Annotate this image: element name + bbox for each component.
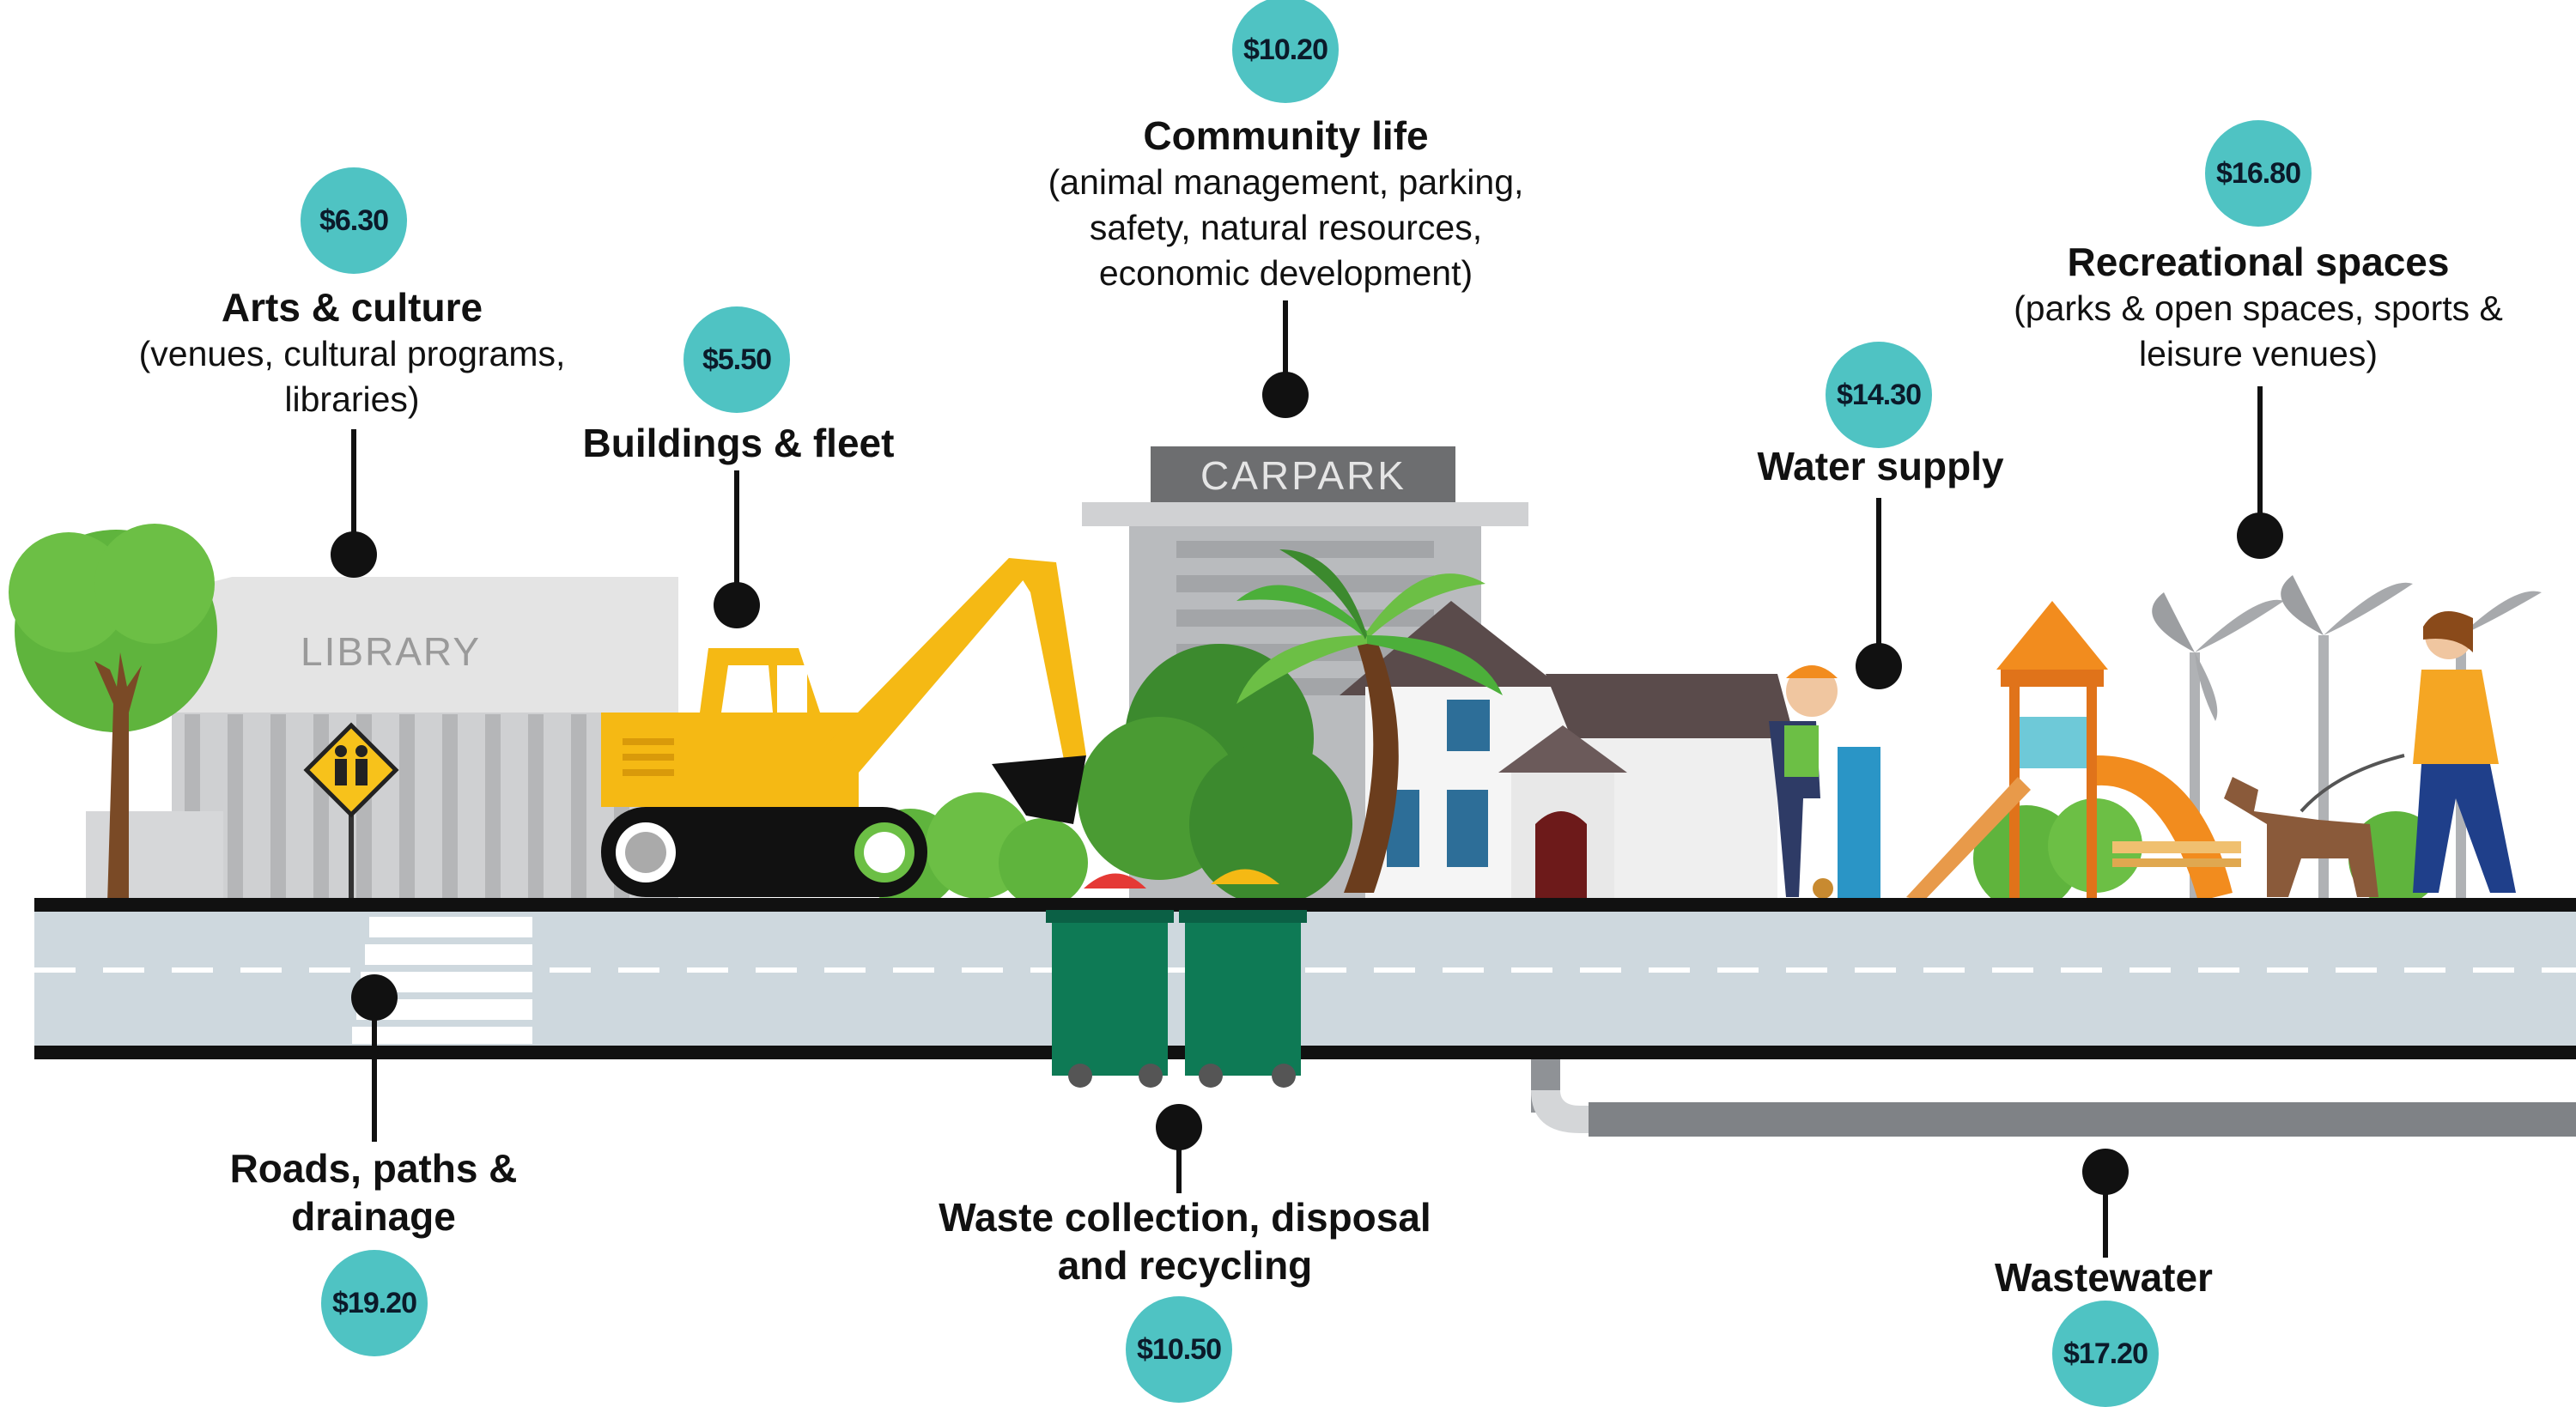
- label-buildings: Buildings & fleet: [532, 419, 945, 467]
- price-badge-arts: $6.30: [301, 167, 407, 274]
- pedestrian-sign-icon: [303, 722, 399, 906]
- price-badge-community: $10.20: [1232, 0, 1339, 103]
- label-community: Community life (animal management, parki…: [1018, 112, 1554, 296]
- tree-icon: [9, 524, 217, 903]
- palm-tree-icon: [1236, 549, 1503, 893]
- label-recreation-detail: (parks & open spaces, sports & leisure v…: [2014, 288, 2503, 373]
- bushes: [860, 644, 2443, 912]
- label-roads-title: Roads, paths & drainage: [229, 1146, 518, 1239]
- price-badge-buildings: $5.50: [683, 306, 790, 413]
- price-badge-water: $14.30: [1826, 342, 1932, 448]
- label-waste: Waste collection, disposal and recycling: [919, 1193, 1451, 1289]
- excavator-icon: [601, 558, 1086, 897]
- price-badge-waste: $10.50: [1126, 1296, 1232, 1403]
- label-roads: Roads, paths & drainage: [219, 1144, 528, 1240]
- label-arts-title: Arts & culture: [221, 285, 483, 330]
- price-badge-roads: $19.20: [321, 1250, 428, 1356]
- label-community-title: Community life: [1143, 113, 1429, 158]
- price-badge-wastewater: $17.20: [2052, 1301, 2159, 1407]
- playground-icon: [1906, 601, 2241, 901]
- label-arts: Arts & culture (venues, cultural program…: [112, 283, 592, 422]
- label-community-detail: (animal management, parking, safety, nat…: [1048, 162, 1524, 293]
- connector-dots: [331, 372, 2283, 1195]
- carpark-sign: CARPARK: [1200, 453, 1406, 498]
- label-recreation-title: Recreational spaces: [2067, 240, 2450, 284]
- label-buildings-title: Buildings & fleet: [582, 421, 895, 465]
- bin-icon: [1046, 869, 1307, 1088]
- library-building: [86, 577, 678, 903]
- drinking-fountain-icon: [1769, 665, 1880, 901]
- label-wastewater-title: Wastewater: [1995, 1255, 2213, 1300]
- label-arts-detail: (venues, cultural programs, libraries): [138, 334, 566, 419]
- house-icon: [1340, 601, 1795, 901]
- dog-walker-icon: [2224, 611, 2516, 897]
- label-wastewater: Wastewater: [1932, 1253, 2275, 1301]
- label-water: Water supply: [1709, 442, 2052, 490]
- label-water-title: Water supply: [1757, 444, 2004, 488]
- label-recreation: Recreational spaces (parks & open spaces…: [1979, 238, 2537, 377]
- library-sign: LIBRARY: [301, 629, 481, 674]
- road: [34, 898, 2576, 1059]
- wastewater-pipe: [1531, 1052, 2576, 1137]
- wind-turbine-icon: [2152, 575, 2542, 901]
- label-waste-title: Waste collection, disposal and recycling: [939, 1195, 1431, 1288]
- price-badge-recreation: $16.80: [2205, 120, 2312, 227]
